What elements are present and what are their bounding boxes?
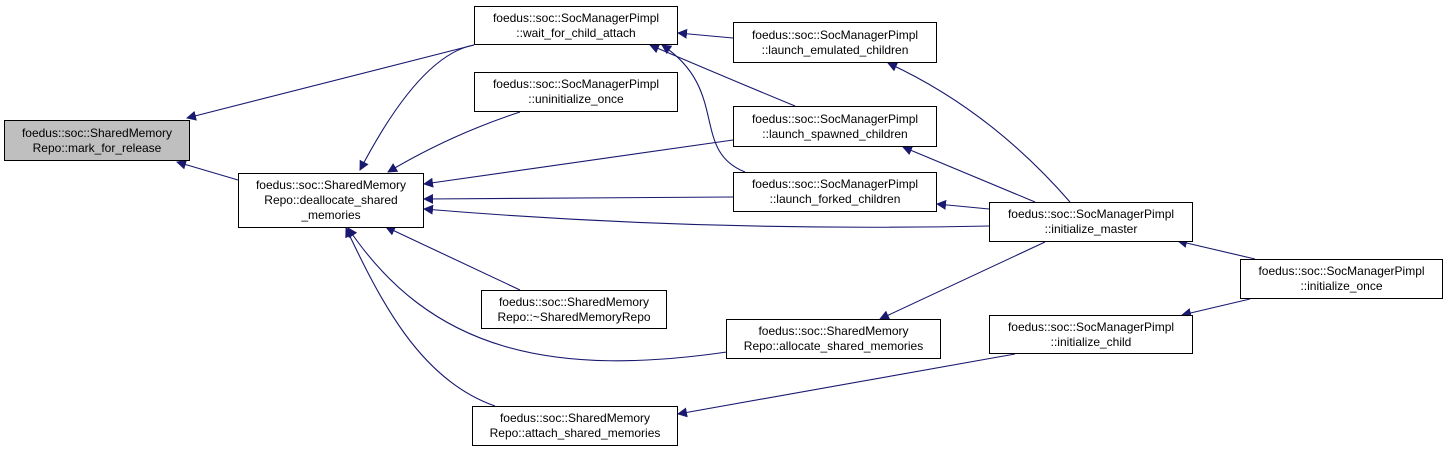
node-label-line: Repo::~SharedMemoryRepo [497,309,651,324]
node-uninitialize-once[interactable]: foedus::soc::SocManagerPimpl::uninitiali… [474,72,678,112]
edge-initialize_child-to-attach [677,353,1016,418]
node-label-line: foedus::soc::SharedMemory [255,178,407,192]
node-label-line: foedus::soc::SharedMemory [758,324,909,338]
node-label-line: ::uninitialize_once [528,92,624,106]
edge-initialize_once-to-initialize_master [1177,238,1256,260]
node-label-line: foedus::soc::SocManagerPimpl [751,27,919,42]
node-initialize-once[interactable]: foedus::soc::SocManagerPimpl::initialize… [1240,259,1443,299]
node-label-line: foedus::soc::SharedMemory [498,294,650,309]
node-label-line: foedus::soc::SocManagerPimpl [1007,319,1175,334]
edge-initialize_master-to-launch_spawned [902,145,1036,203]
node-initialize-master[interactable]: foedus::soc::SocManagerPimpl::initialize… [989,202,1193,242]
node-launch-forked[interactable]: foedus::soc::SocManagerPimpl::launch_for… [733,172,937,212]
edge-initialize_master-to-allocate [879,241,1046,320]
node-label-line: Repo::allocate_shared_memories [743,339,924,353]
edge-launch_forked-to-deallocate [423,193,734,204]
edge-initialize_once-to-initialize_child [1181,298,1251,318]
edge-attach-to-deallocate [345,227,496,407]
edge-launch_spawned-to-deallocate [423,139,734,188]
edge-launch_emulated-to-wait_for_child_attach [677,28,734,39]
node-label-line: foedus::soc::SocManagerPimpl [1258,264,1425,278]
edge-initialize_master-to-launch_emulated [887,62,1071,203]
node-wait-for-child-attach[interactable]: foedus::soc::SocManagerPimpl::wait_for_c… [474,6,678,45]
node-initialize-child[interactable]: foedus::soc::SocManagerPimpl::initialize… [989,315,1193,354]
node-label-line: foedus::soc::SharedMemory [21,125,173,140]
node-label-line: Repo::mark_for_release [32,140,162,155]
node-label-line: foedus::soc::SocManagerPimpl [492,10,660,25]
node-label-line: foedus::soc::SocManagerPimpl [751,177,919,191]
node-label-line: ::initialize_once [1300,279,1383,293]
node-label-line: ::launch_emulated_children [761,42,909,57]
edge-initialize_master-to-deallocate [423,204,990,228]
node-label-line: ::launch_spawned_children [762,126,908,141]
node-label-line: _memories [301,208,361,222]
edge-allocate-to-deallocate [347,227,741,362]
node-label-line: foedus::soc::SharedMemory [499,411,651,425]
node-launch-spawned[interactable]: foedus::soc::SocManagerPimpl::launch_spa… [733,106,937,147]
node-launch-emulated[interactable]: foedus::soc::SocManagerPimpl::launch_emu… [733,22,937,63]
node-label-line: ::launch_forked_children [769,192,901,206]
edge-dtor-to-deallocate [385,226,521,291]
node-label-line: ::initialize_master [1044,222,1138,236]
edge-uninitialize_once-to-deallocate [387,111,521,173]
node-label-line: Repo::deallocate_shared [264,193,398,207]
node-label-line: ::initialize_child [1050,334,1132,349]
edge-wait_for_child_attach-to-mark_for_release [186,44,475,121]
node-label-line: foedus::soc::SocManagerPimpl [751,111,919,126]
node-label-line: Repo::attach_shared_memories [489,426,661,440]
node-label-line: ::wait_for_child_attach [516,25,636,40]
edge-launch_forked-to-wait_for_child_attach [661,44,746,173]
edge-wait_for_child_attach-to-deallocate [359,44,475,171]
edge-deallocate-to-mark_for_release [176,159,239,181]
node-label-line: foedus::soc::SocManagerPimpl [1007,207,1175,221]
node-label-line: foedus::soc::SocManagerPimpl [492,77,660,91]
edge-initialize_master-to-launch_forked [936,199,990,210]
